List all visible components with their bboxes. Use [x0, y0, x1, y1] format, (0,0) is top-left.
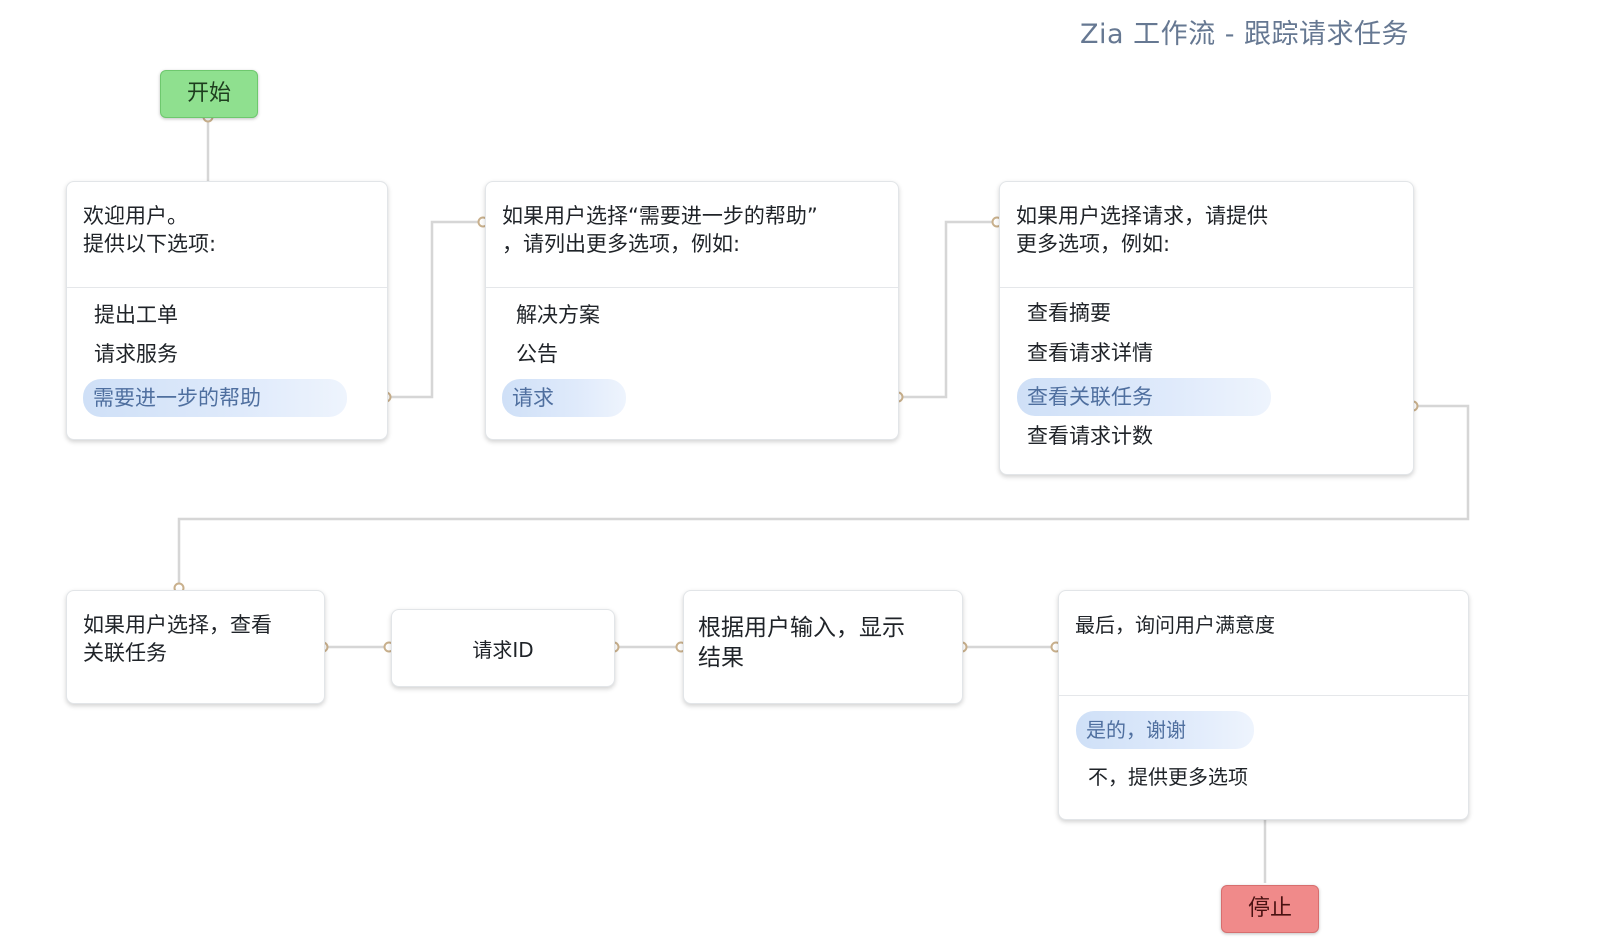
node-satisfaction-divider: [1059, 695, 1468, 696]
option-view-summary[interactable]: 查看摘要: [1027, 301, 1111, 325]
node-welcome-divider: [67, 287, 387, 288]
node-request-text: 如果用户选择请求，请提供 更多选项，例如:: [1016, 204, 1268, 256]
option-announcements[interactable]: 公告: [516, 342, 558, 366]
node-request-id[interactable]: 请求ID: [391, 609, 615, 687]
option-view-request-count[interactable]: 查看请求计数: [1027, 424, 1153, 448]
option-request[interactable]: 请求: [502, 379, 626, 417]
node-satisfaction-text: 最后，询问用户满意度: [1075, 613, 1275, 637]
node-request-id-text: 请求ID: [472, 637, 534, 662]
node-more-help-text: 如果用户选择“需要进一步的帮助” ，请列出更多选项，例如:: [502, 204, 818, 256]
node-linked-tasks-text: 如果用户选择，查看 关联任务: [83, 613, 272, 665]
start-node[interactable]: 开始: [160, 70, 258, 118]
stop-node[interactable]: 停止: [1221, 885, 1319, 933]
node-more-help-divider: [486, 287, 898, 288]
option-solutions[interactable]: 解决方案: [516, 303, 600, 327]
connector-request-linked: [177, 404, 1470, 588]
option-view-request-details[interactable]: 查看请求详情: [1027, 341, 1153, 365]
node-request[interactable]: 如果用户选择请求，请提供 更多选项，例如: 查看摘要 查看请求详情 查看关联任务…: [999, 181, 1414, 475]
node-more-help[interactable]: 如果用户选择“需要进一步的帮助” ，请列出更多选项，例如: 解决方案 公告 请求: [485, 181, 899, 440]
option-yes-thanks[interactable]: 是的，谢谢: [1076, 711, 1254, 749]
option-need-more-help[interactable]: 需要进一步的帮助: [83, 379, 347, 417]
node-welcome[interactable]: 欢迎用户。 提供以下选项: 提出工单 请求服务 需要进一步的帮助: [66, 181, 388, 440]
option-view-linked-tasks[interactable]: 查看关联任务: [1017, 378, 1271, 416]
node-request-divider: [1000, 287, 1413, 288]
connector-more-help-request: [898, 220, 997, 399]
option-request-service[interactable]: 请求服务: [94, 342, 178, 366]
page-title: Zia 工作流 - 跟踪请求任务: [1080, 19, 1410, 50]
node-linked-tasks[interactable]: 如果用户选择，查看 关联任务: [66, 590, 325, 704]
node-satisfaction[interactable]: 最后，询问用户满意度 是的，谢谢 不，提供更多选项: [1058, 590, 1469, 820]
node-show-results[interactable]: 根据用户输入，显示 结果: [683, 590, 963, 704]
node-show-results-text: 根据用户输入，显示 结果: [698, 615, 905, 671]
option-submit-ticket[interactable]: 提出工单: [94, 303, 178, 327]
node-welcome-text: 欢迎用户。 提供以下选项:: [83, 204, 217, 256]
option-no-more-options[interactable]: 不，提供更多选项: [1088, 765, 1248, 789]
connector-welcome-more-help: [386, 220, 483, 399]
